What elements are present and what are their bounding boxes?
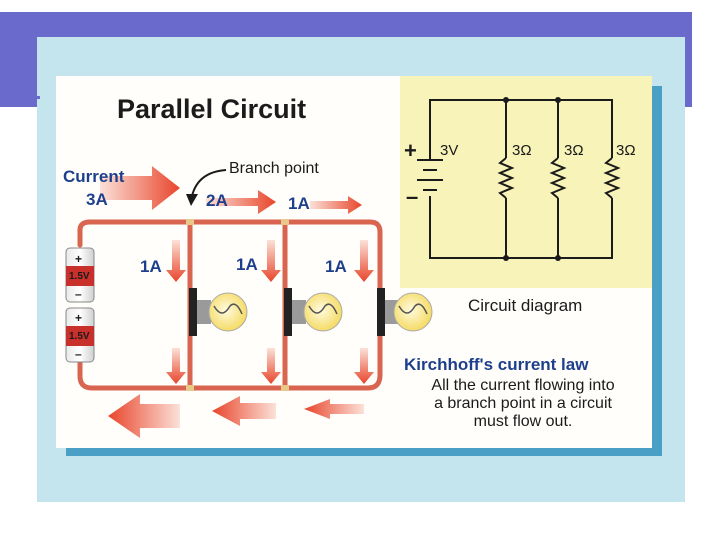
law-line-1: All the current flowing into xyxy=(431,377,615,394)
schematic-nodes xyxy=(503,97,561,261)
figure-title: Parallel Circuit xyxy=(117,94,307,124)
current-branch-3: 1A xyxy=(325,257,347,276)
cell-1-minus: – xyxy=(75,287,82,301)
schematic-battery-symbol xyxy=(417,159,443,191)
law-description: All the current flowing into a branch po… xyxy=(398,377,648,431)
battery-pack xyxy=(65,247,95,363)
schematic-voltage: 3V xyxy=(440,142,459,159)
branch-point-label: Branch point xyxy=(229,160,319,177)
schematic-minus: – xyxy=(406,184,419,209)
cell-2-plus: + xyxy=(75,311,83,325)
arrow-branch-2-bottom xyxy=(261,348,281,384)
arrow-return-3a xyxy=(108,394,180,438)
arrow-branch-3-top xyxy=(354,240,374,282)
slide-accent-line xyxy=(0,96,40,99)
arrow-current-in xyxy=(100,166,180,210)
current-branch-1: 1A xyxy=(140,257,162,276)
cell-2-voltage: 1.5V xyxy=(69,331,90,342)
arrow-branch-2-top xyxy=(261,240,281,282)
arrow-top-1a xyxy=(310,196,362,214)
arrow-branch-3-bottom xyxy=(354,348,374,384)
resistor-1-label: 3Ω xyxy=(512,142,532,159)
wire-junctions xyxy=(186,219,289,391)
branch-point-pointer xyxy=(186,169,227,206)
law-line-2: a branch point in a circuit xyxy=(434,395,612,412)
arrow-branch-1-top xyxy=(166,240,186,282)
arrow-return-2a xyxy=(212,396,276,426)
bulb-2 xyxy=(284,288,343,336)
bulb-1 xyxy=(189,288,248,336)
arrow-top-2a xyxy=(206,190,276,214)
schematic-plus: + xyxy=(404,138,417,163)
current-value: 3A xyxy=(86,190,108,209)
resistor-2-label: 3Ω xyxy=(564,142,584,159)
law-line-3: must flow out. xyxy=(473,413,573,430)
cell-2-minus: – xyxy=(75,347,82,361)
law-title: Kirchhoff's current law xyxy=(404,355,589,374)
current-top-2a: 2A xyxy=(206,191,228,210)
bulb-3 xyxy=(377,288,433,336)
circuit-diagram-panel xyxy=(400,76,652,288)
arrow-branch-1-bottom xyxy=(166,348,186,384)
cell-1-plus: + xyxy=(75,252,83,266)
cell-1-voltage: 1.5V xyxy=(69,271,90,282)
resistor-symbols xyxy=(497,157,621,199)
schematic-wires xyxy=(429,99,613,259)
resistor-3-label: 3Ω xyxy=(616,142,636,159)
current-label: Current xyxy=(63,167,125,186)
current-branch-2: 1A xyxy=(236,255,258,274)
arrow-return-1a xyxy=(304,399,364,419)
current-top-1a: 1A xyxy=(288,194,310,213)
circuit-diagram-caption: Circuit diagram xyxy=(468,296,583,315)
